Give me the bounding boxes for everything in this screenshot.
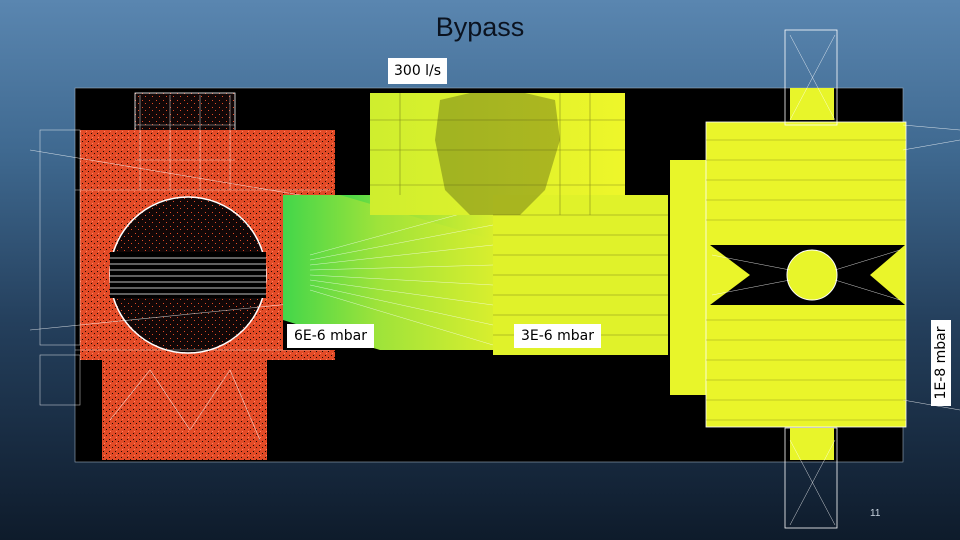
pressure-label-right: 1E-8 mbar bbox=[931, 320, 951, 406]
pressure-label-middle: 3E-6 mbar bbox=[514, 324, 602, 348]
flow-rate-label: 300 l/s bbox=[388, 58, 448, 84]
pressure-label-left: 6E-6 mbar bbox=[287, 324, 375, 348]
slide-title: Bypass bbox=[435, 12, 525, 42]
page-number: 11 bbox=[870, 508, 881, 519]
middle-section bbox=[370, 93, 668, 355]
right-section bbox=[670, 29, 960, 529]
